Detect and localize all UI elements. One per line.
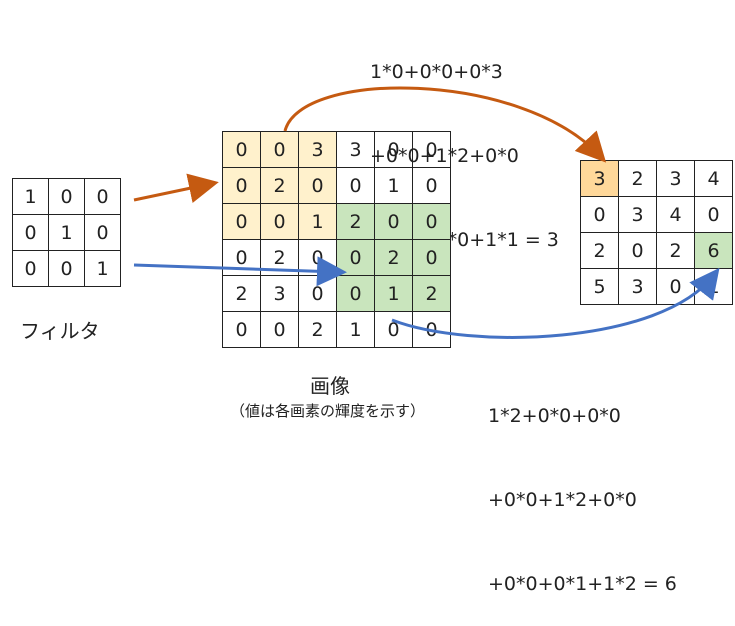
image-cell: 0 <box>222 131 261 168</box>
image-cell: 3 <box>298 131 337 168</box>
filter-grid: 1 0 0 0 1 0 0 0 1 <box>12 178 121 287</box>
image-cell: 2 <box>298 311 337 348</box>
image-cell: 2 <box>412 275 451 312</box>
image-cell: 0 <box>222 167 261 204</box>
image-cell: 1 <box>374 275 413 312</box>
image-cell: 0 <box>260 311 299 348</box>
filter-cell: 1 <box>48 214 85 251</box>
image-cell: 3 <box>336 131 375 168</box>
image-cell: 0 <box>222 203 261 240</box>
bottom-formula-line-3: +0*0+0*1+1*2 = 6 <box>488 573 677 595</box>
output-cell: 0 <box>618 232 657 269</box>
image-cell: 0 <box>298 167 337 204</box>
image-cell: 0 <box>260 131 299 168</box>
image-cell: 1 <box>298 203 337 240</box>
image-cell: 0 <box>412 131 451 168</box>
filter-cell: 0 <box>84 178 121 215</box>
top-formula-line-1: 1*0+0*0+0*3 <box>370 61 503 83</box>
bottom-formula-line-1: 1*2+0*0+0*0 <box>488 405 621 427</box>
image-to-output-bottom-arrow <box>391 267 720 339</box>
output-cell: 5 <box>580 268 619 305</box>
image-cell: 0 <box>374 131 413 168</box>
output-cell: 0 <box>580 196 619 233</box>
bottom-formula-line-2: +0*0+1*2+0*0 <box>488 489 637 511</box>
filter-to-image-top-arrow <box>133 173 219 204</box>
image-cell: 1 <box>336 311 375 348</box>
image-cell: 0 <box>412 167 451 204</box>
filter-cell: 0 <box>12 214 49 251</box>
image-cell: 0 <box>222 311 261 348</box>
image-label: 画像 <box>310 374 350 398</box>
image-cell: 2 <box>374 239 413 276</box>
image-cell: 0 <box>260 203 299 240</box>
output-cell: 6 <box>694 232 733 269</box>
filter-cell: 1 <box>12 178 49 215</box>
image-caption: （値は各画素の輝度を示す） <box>230 402 426 420</box>
image-to-output-top-arrow <box>283 86 607 163</box>
output-cell: 0 <box>694 196 733 233</box>
image-cell: 1 <box>374 167 413 204</box>
arrows-layer <box>133 86 720 339</box>
image-cell: 0 <box>374 203 413 240</box>
image-cell: 2 <box>222 275 261 312</box>
output-cell: 3 <box>618 268 657 305</box>
filter-label: フィルタ <box>20 319 100 343</box>
filter-cell: 1 <box>84 250 121 287</box>
filter-cell: 0 <box>48 250 85 287</box>
image-cell: 0 <box>412 203 451 240</box>
image-cell: 2 <box>336 203 375 240</box>
image-cell: 0 <box>412 239 451 276</box>
image-cell: 0 <box>374 311 413 348</box>
filter-to-image-bottom-arrow <box>133 256 347 287</box>
